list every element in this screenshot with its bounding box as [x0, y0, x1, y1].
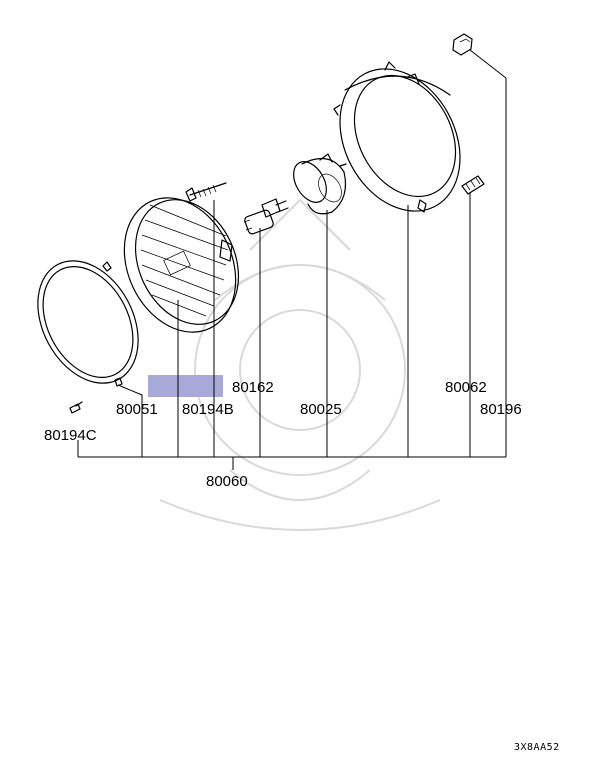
label-80025: 80025	[300, 401, 342, 418]
label-80060: 80060	[206, 473, 248, 490]
label-80194c: 80194C	[44, 427, 97, 444]
leader-lines	[77, 49, 507, 470]
diagram-code: 3X8AA52	[514, 742, 560, 753]
nut	[452, 33, 473, 56]
label-80196: 80196	[480, 401, 522, 418]
label-80162: 80162	[232, 379, 274, 396]
adjusting-screw	[185, 182, 227, 202]
highlight-box	[148, 375, 223, 397]
small-screw	[69, 401, 83, 414]
label-80051: 80051	[116, 401, 158, 418]
rim-ring	[37, 260, 139, 387]
headlamp-housing	[333, 61, 461, 213]
retaining-clip	[461, 175, 485, 195]
label-80194b: 80194B	[182, 401, 234, 418]
watermark-emblem	[159, 198, 441, 531]
bulb-socket	[293, 153, 347, 215]
headlamp-lens-unit	[123, 197, 240, 333]
halogen-bulb	[243, 198, 289, 235]
label-80062: 80062	[445, 379, 487, 396]
